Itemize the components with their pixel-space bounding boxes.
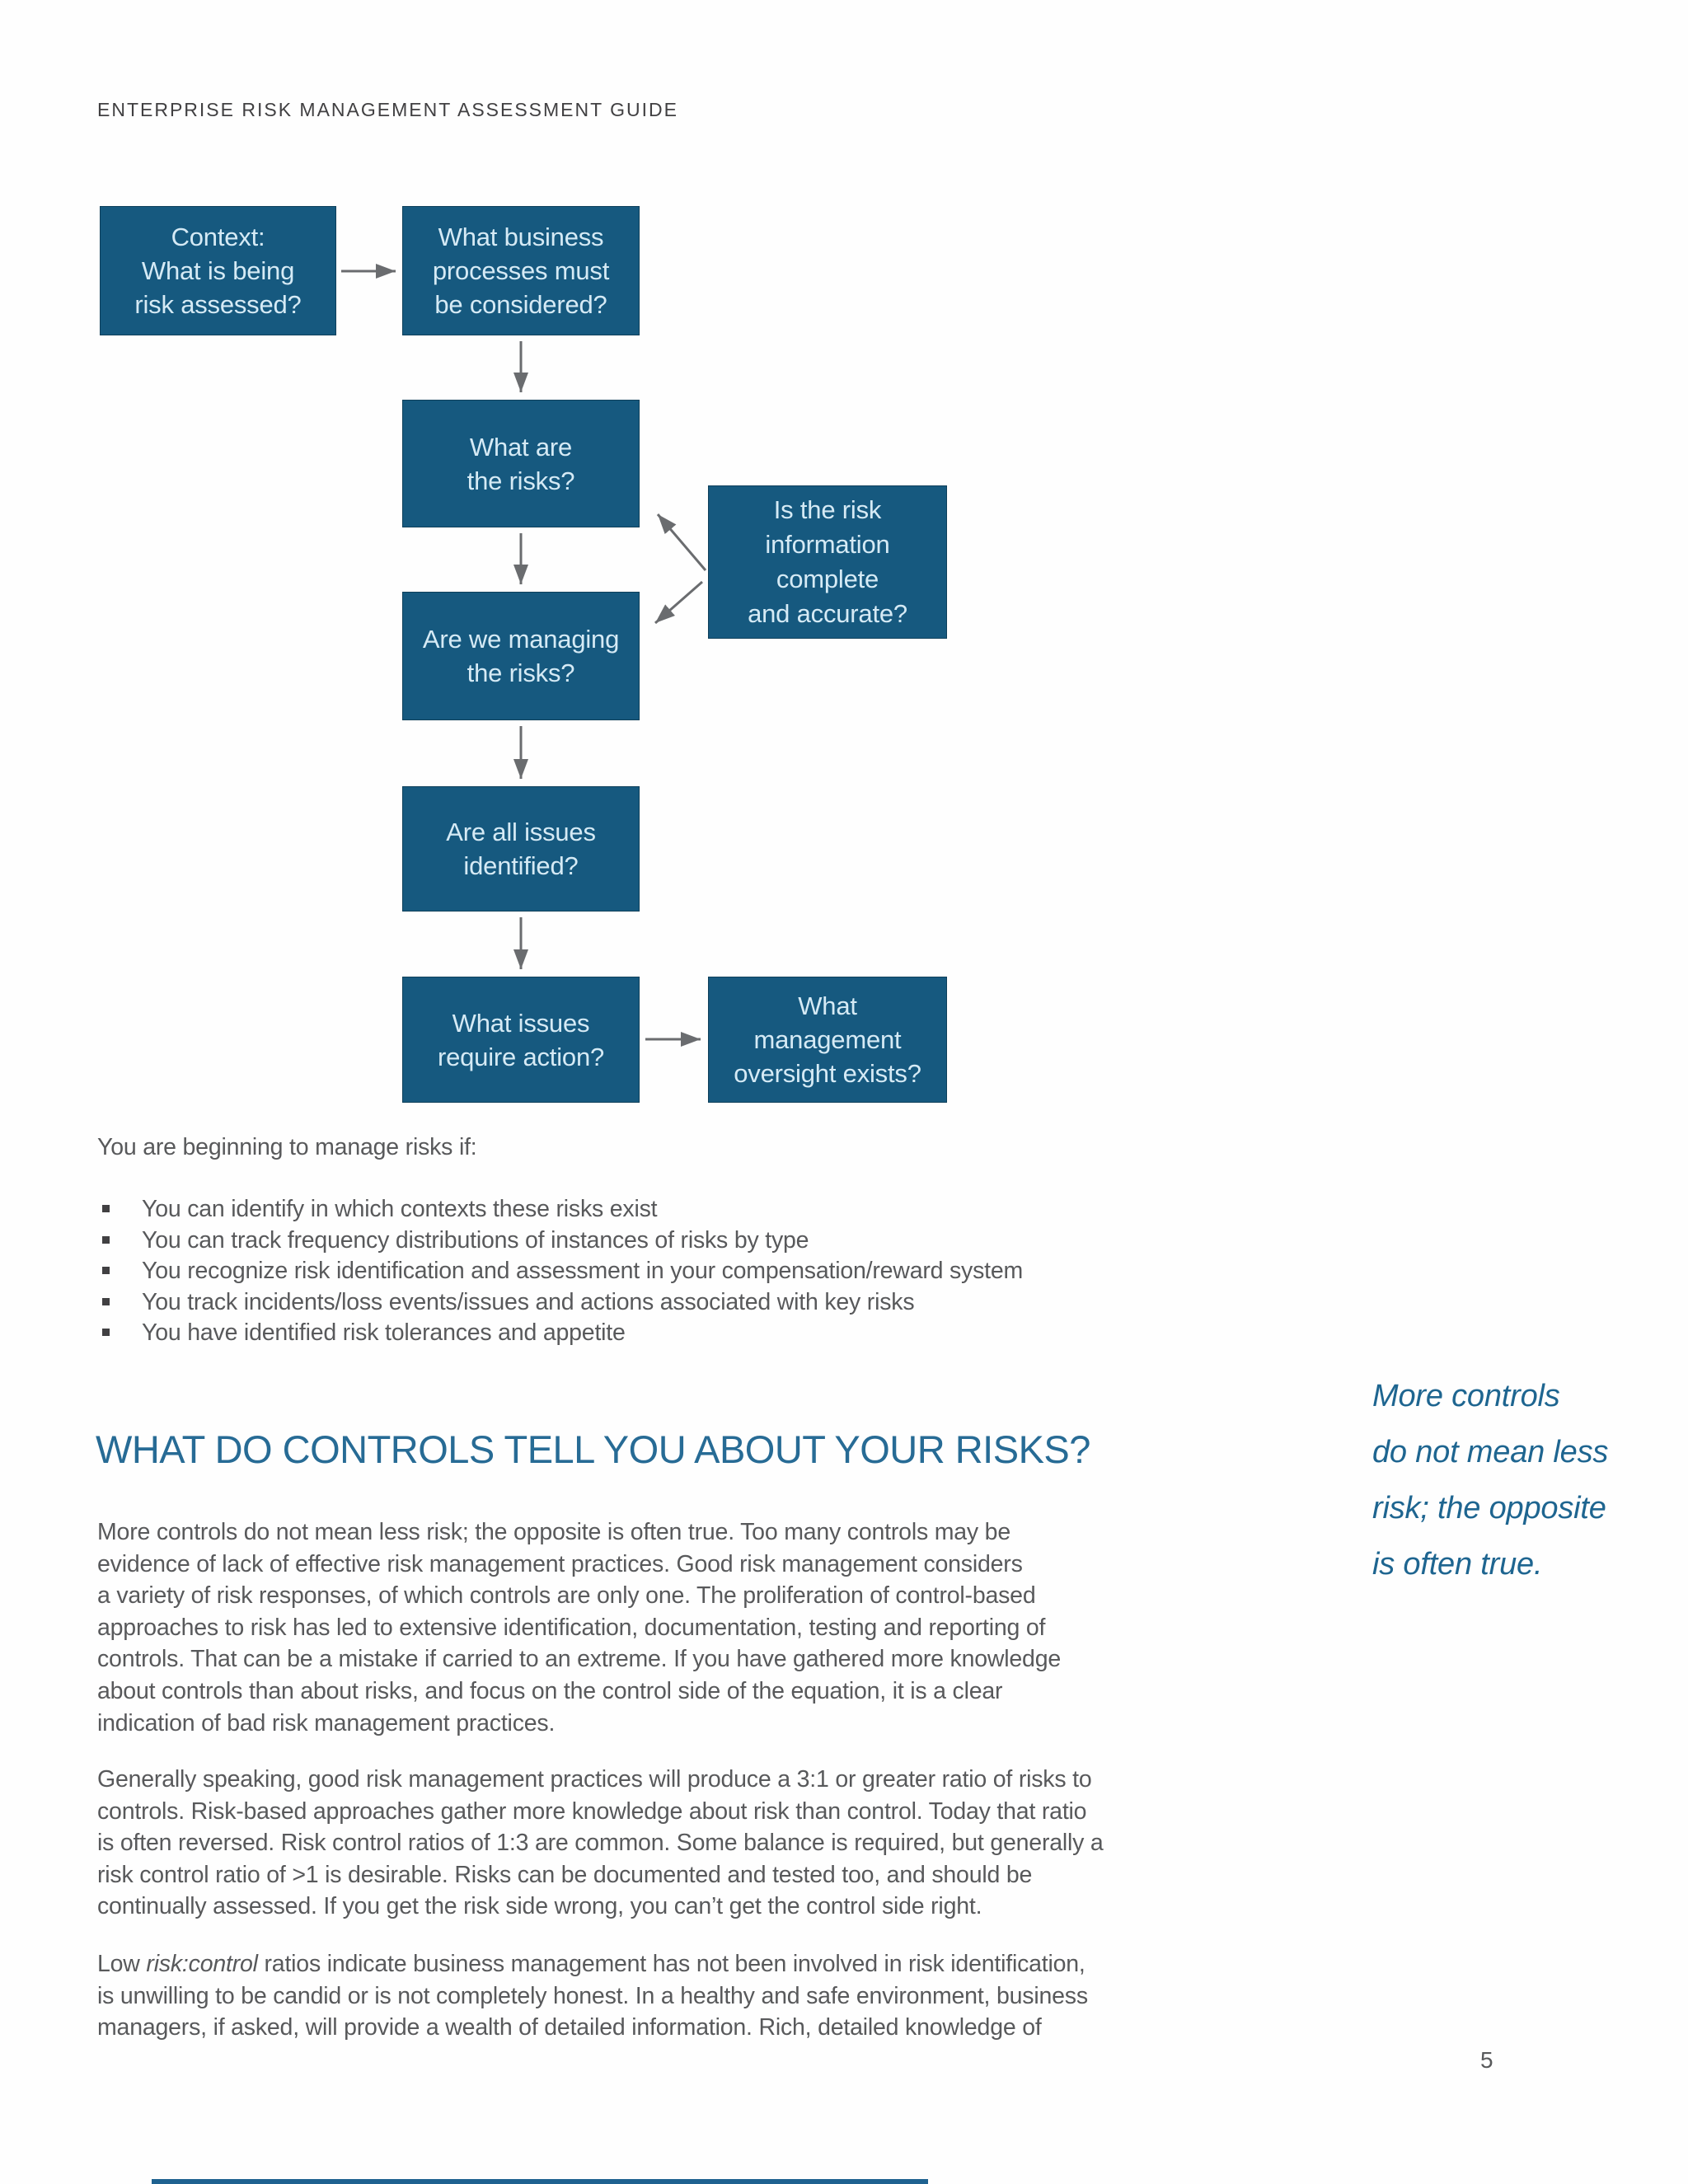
paragraph-line: risk control ratio of >1 is desirable. R… bbox=[97, 1861, 1033, 1888]
flow-box-line: identified? bbox=[463, 851, 579, 880]
paragraph-line: a variety of risk responses, of which co… bbox=[97, 1582, 1036, 1610]
flow-box-issues-action: What issues require action? bbox=[402, 977, 640, 1103]
italic-term: risk:control bbox=[146, 1951, 258, 1977]
bullet-square-icon bbox=[102, 1297, 110, 1305]
bullet-text: You can identify in which contexts these… bbox=[142, 1196, 658, 1222]
paragraph-line: continually assessed. If you get the ris… bbox=[97, 1893, 982, 1920]
paragraph-low-ratios: Low risk:control ratios indicate busines… bbox=[97, 1948, 1088, 2044]
flow-box-line: require action? bbox=[437, 1042, 605, 1071]
bullet-text: You have identified risk tolerances and … bbox=[142, 1319, 626, 1347]
flow-box-line: information bbox=[765, 530, 890, 559]
flow-box-line: Are we managing bbox=[422, 625, 620, 654]
quote-line: do not mean less bbox=[1372, 1435, 1609, 1469]
risk-assessment-flowchart: Context: What is being risk assessed? Wh… bbox=[100, 206, 947, 1103]
flow-box-management-oversight: What management oversight exists? bbox=[708, 977, 947, 1103]
document-header-label: ENTERPRISE RISK MANAGEMENT ASSESSMENT GU… bbox=[97, 99, 679, 120]
flow-box-line: processes must bbox=[432, 256, 610, 285]
list-item: You have identified risk tolerances and … bbox=[102, 1319, 1023, 1350]
list-item: You can identify in which contexts these… bbox=[102, 1195, 1023, 1226]
quote-line: is often true. bbox=[1372, 1547, 1543, 1582]
flow-box-line: What issues bbox=[452, 1008, 590, 1038]
bullet-square-icon bbox=[102, 1329, 110, 1337]
paragraph-line: is often reversed. Risk control ratios o… bbox=[97, 1830, 1104, 1857]
flow-box-line: the risks? bbox=[467, 658, 575, 687]
paragraph-line: controls. Risk-based approaches gather m… bbox=[97, 1797, 1087, 1825]
bullet-square-icon bbox=[102, 1205, 110, 1212]
bullet-square-icon bbox=[102, 1235, 110, 1244]
flow-box-context: Context: What is being risk assessed? bbox=[100, 206, 336, 335]
flow-box-line: What is being bbox=[141, 256, 295, 285]
paragraph-controls-risk: More controls do not mean less risk; the… bbox=[97, 1516, 1061, 1739]
paragraph-line: More controls do not mean less risk; the… bbox=[97, 1519, 1010, 1545]
paragraph-line: managers, if asked, will provide a wealt… bbox=[97, 2014, 1042, 2041]
flow-box-line: Are all issues bbox=[446, 818, 596, 846]
list-item: You recognize risk identification and as… bbox=[102, 1257, 1023, 1288]
paragraph-line: evidence of lack of effective risk manag… bbox=[97, 1550, 1023, 1577]
flow-box-line: Context: bbox=[171, 223, 265, 251]
pull-quote: More controls do not mean less risk; the… bbox=[1372, 1368, 1608, 1592]
bullet-text: You can track frequency distributions of… bbox=[142, 1226, 809, 1254]
checklist-intro: You are beginning to manage risks if: bbox=[97, 1134, 477, 1160]
quote-line: risk; the opposite bbox=[1372, 1491, 1606, 1526]
flow-box-line: the risks? bbox=[467, 466, 575, 495]
list-item: You can track frequency distributions of… bbox=[102, 1226, 1023, 1258]
flow-box-what-are-risks: What are the risks? bbox=[402, 400, 640, 527]
bullet-text: You recognize risk identification and as… bbox=[142, 1258, 1024, 1285]
list-item: You track incidents/loss events/issues a… bbox=[102, 1288, 1023, 1319]
flow-box-line: What bbox=[798, 991, 857, 1020]
paragraph-line: approaches to risk has led to extensive … bbox=[97, 1614, 1046, 1641]
flow-box-line: be considered? bbox=[434, 290, 607, 319]
bullet-text: You track incidents/loss events/issues a… bbox=[142, 1288, 915, 1315]
flow-box-line: What business bbox=[438, 223, 604, 251]
flow-box-line: complete bbox=[776, 565, 879, 593]
flow-box-business-processes: What business processes must be consider… bbox=[402, 206, 640, 335]
section-heading: WHAT DO CONTROLS TELL YOU ABOUT YOUR RIS… bbox=[96, 1427, 1090, 1471]
bullet-square-icon bbox=[102, 1267, 110, 1275]
paragraph-line: about controls than about risks, and foc… bbox=[97, 1677, 1003, 1704]
paragraph-line: indication of bad risk management practi… bbox=[97, 1709, 556, 1736]
flow-box-issues-identified: Are all issues identified? bbox=[402, 786, 640, 912]
paragraph-line: Generally speaking, good risk management… bbox=[97, 1766, 1092, 1793]
flow-box-line: management bbox=[753, 1025, 902, 1054]
flow-box-line: Is the risk bbox=[773, 495, 882, 524]
flow-box-risk-information: Is the risk information complete and acc… bbox=[708, 485, 947, 639]
flowchart-arrows bbox=[341, 264, 707, 1047]
paragraph-line: Low risk:control ratios indicate busines… bbox=[97, 1951, 1085, 1977]
flow-box-line: and accurate? bbox=[748, 599, 907, 628]
flow-box-line: What are bbox=[469, 432, 573, 462]
paragraph-ratios: Generally speaking, good risk management… bbox=[97, 1764, 1104, 1923]
paragraph-line: controls. That can be a mistake if carri… bbox=[97, 1646, 1062, 1673]
paragraph-line: is unwilling to be candid or is not comp… bbox=[97, 1982, 1088, 2009]
flow-box-line: oversight exists? bbox=[734, 1059, 921, 1088]
footer-accent-bar bbox=[152, 2179, 928, 2184]
checklist-bullet-list: You can identify in which contexts these… bbox=[102, 1195, 1023, 1350]
flow-box-managing-risks: Are we managing the risks? bbox=[402, 592, 640, 720]
flow-box-line: risk assessed? bbox=[134, 290, 302, 319]
page-number: 5 bbox=[1480, 2047, 1493, 2073]
quote-line: More controls bbox=[1372, 1379, 1560, 1413]
